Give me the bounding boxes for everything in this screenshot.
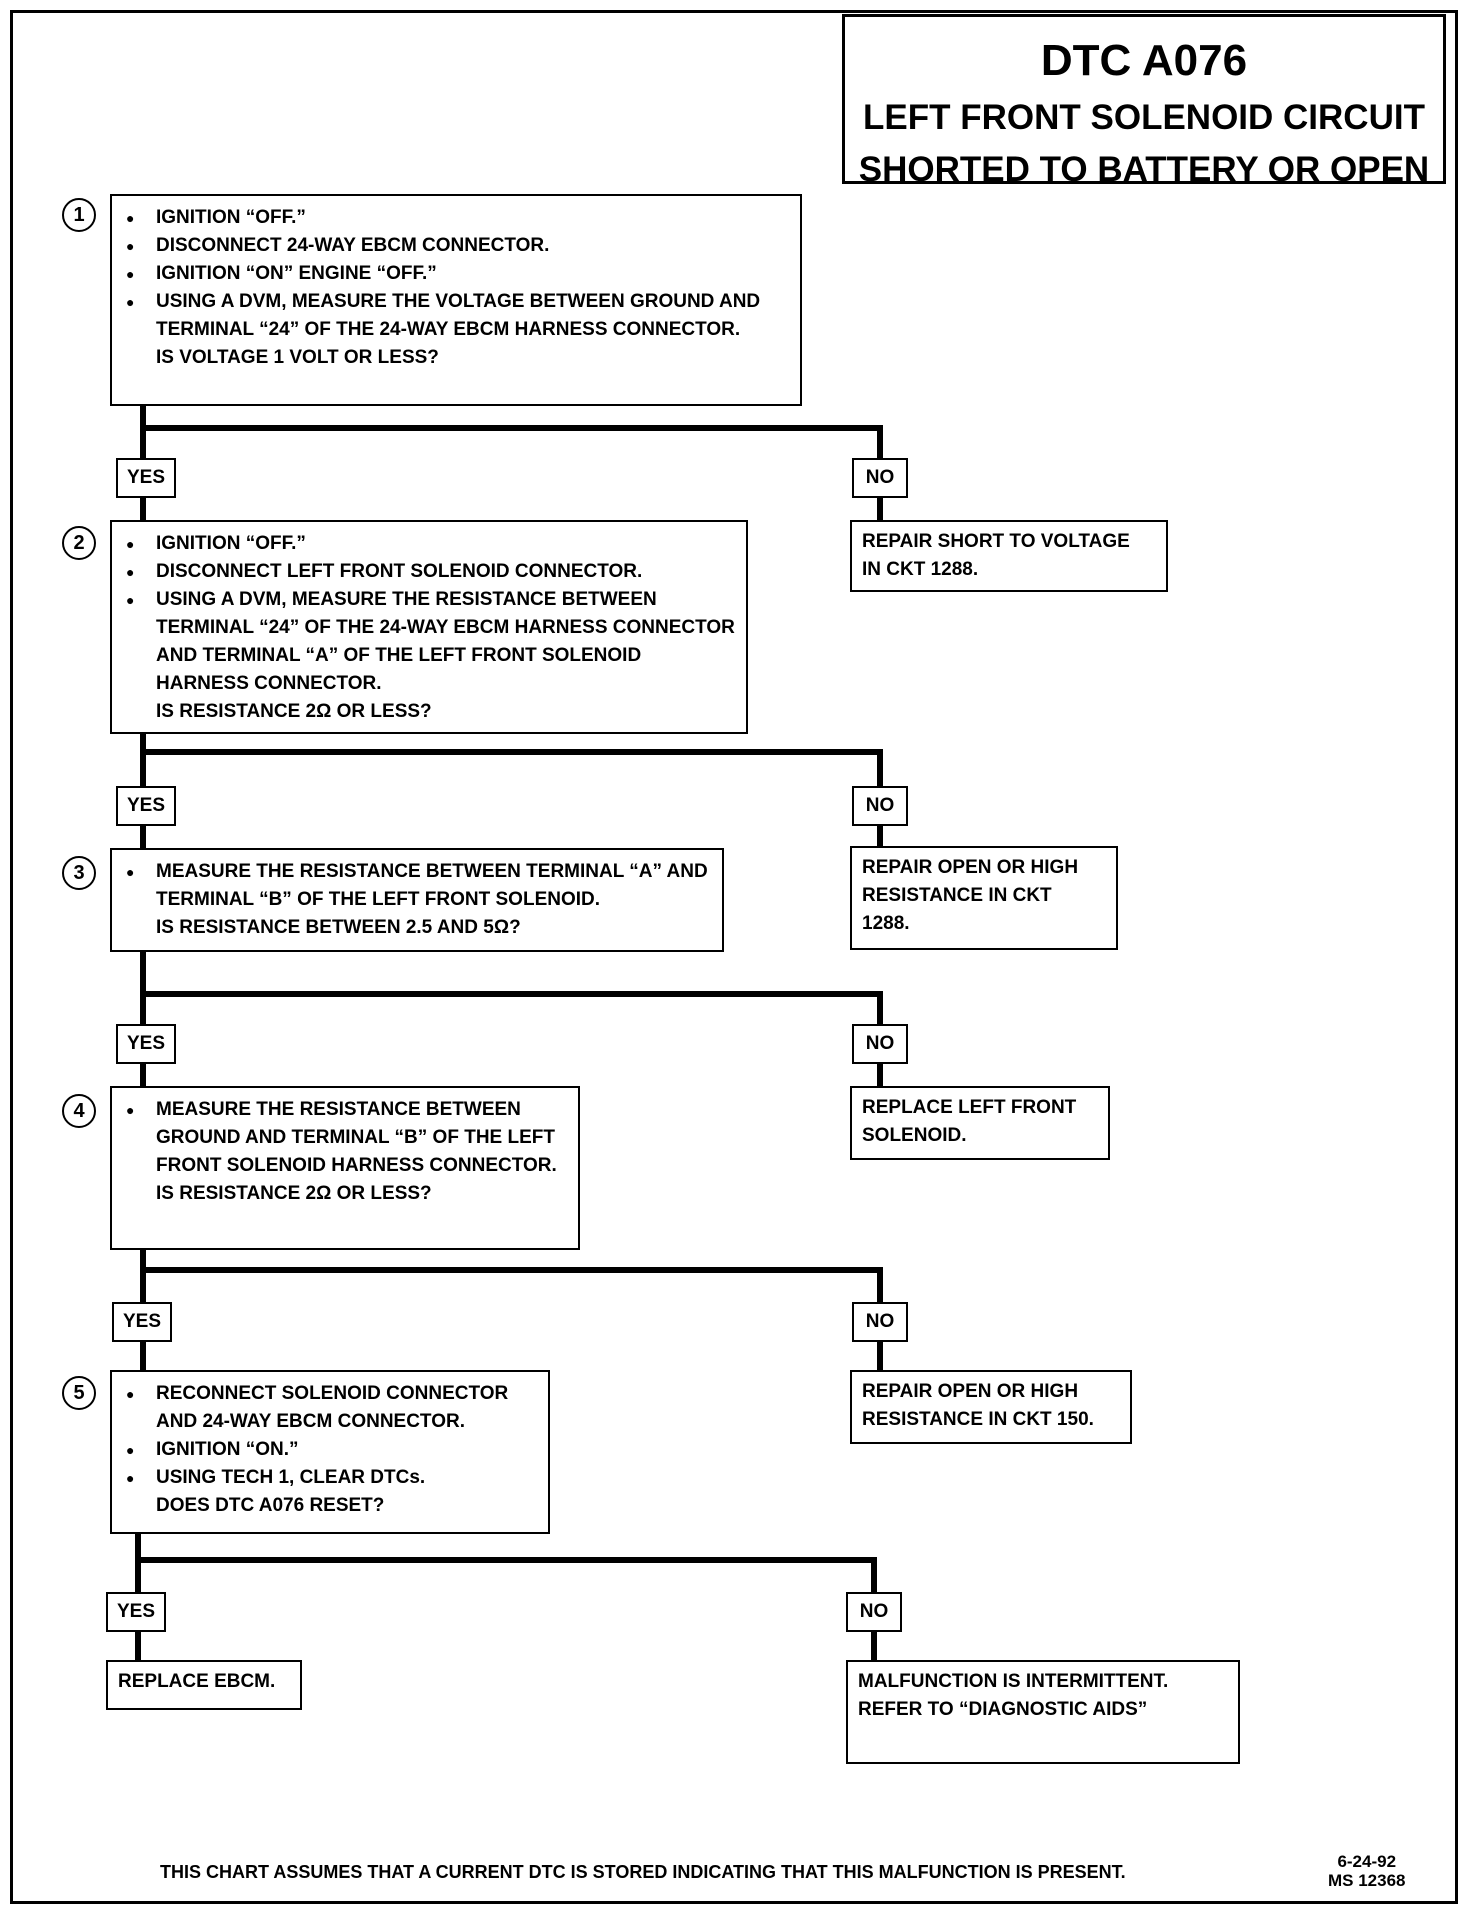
step-3-list: MEASURE THE RESISTANCE BETWEEN TERMINAL …: [122, 858, 712, 914]
title-line-1: LEFT FRONT SOLENOID CIRCUIT: [863, 98, 1425, 138]
connector-step2: [140, 734, 883, 786]
step-1-list: IGNITION “OFF.” DISCONNECT 24-WAY EBCM C…: [122, 204, 790, 344]
page-frame: [10, 10, 1458, 1904]
step-5-box: RECONNECT SOLENOID CONNECTOR AND 24-WAY …: [110, 1370, 550, 1534]
step-1-question: IS VOLTAGE 1 VOLT OR LESS?: [156, 347, 439, 368]
step-number-5: 5: [62, 1376, 96, 1410]
step-3-no-label: NO: [852, 1024, 908, 1064]
step-4-list: MEASURE THE RESISTANCE BETWEEN GROUND AN…: [122, 1096, 568, 1180]
step-number-2: 2: [62, 526, 96, 560]
step-5-yes-label: YES: [106, 1592, 166, 1632]
document-code: 6-24-92 MS 12368: [1328, 1852, 1406, 1890]
step-3-question: IS RESISTANCE BETWEEN 2.5 AND 5Ω?: [156, 917, 521, 938]
step-5-question: DOES DTC A076 RESET?: [156, 1495, 385, 1516]
step-3-no-result: REPLACE LEFT FRONT SOLENOID.: [850, 1086, 1110, 1160]
connector-step4: [140, 1250, 883, 1304]
step-2-no-label: NO: [852, 786, 908, 826]
footer-note: THIS CHART ASSUMES THAT A CURRENT DTC IS…: [160, 1862, 1126, 1882]
title-dtc: DTC A076: [1040, 36, 1248, 85]
step-1-item: DISCONNECT 24-WAY EBCM CONNECTOR.: [122, 232, 790, 260]
step-number-4: 4: [62, 1094, 96, 1128]
step-number-1: 1: [62, 198, 96, 232]
step-1-no-label: NO: [852, 458, 908, 498]
step-5-list: RECONNECT SOLENOID CONNECTOR AND 24-WAY …: [122, 1380, 538, 1492]
step-1-item: IGNITION “ON” ENGINE “OFF.”: [122, 260, 790, 288]
step-2-box: IGNITION “OFF.” DISCONNECT LEFT FRONT SO…: [110, 520, 748, 734]
connector-step5: [135, 1534, 877, 1592]
step-4-no-label: NO: [852, 1302, 908, 1342]
step-4-yes-label: YES: [112, 1302, 172, 1342]
connector-step3: [140, 952, 883, 1026]
step-2-list: IGNITION “OFF.” DISCONNECT LEFT FRONT SO…: [122, 530, 736, 698]
step-2-question: IS RESISTANCE 2Ω OR LESS?: [156, 701, 432, 722]
step-4-question: IS RESISTANCE 2Ω OR LESS?: [156, 1183, 432, 1204]
step-4-no-result: REPAIR OPEN OR HIGH RESISTANCE IN CKT 15…: [850, 1370, 1132, 1444]
step-1-yes-label: YES: [116, 458, 176, 498]
step-3-box: MEASURE THE RESISTANCE BETWEEN TERMINAL …: [110, 848, 724, 952]
step-5-item: USING TECH 1, CLEAR DTCs.: [122, 1464, 538, 1492]
step-number-3: 3: [62, 856, 96, 890]
final-yes-result: REPLACE EBCM.: [106, 1660, 302, 1710]
step-2-item: IGNITION “OFF.”: [122, 530, 736, 558]
connector-step1: [140, 406, 883, 460]
document-date: 6-24-92: [1337, 1852, 1397, 1871]
step-1-no-result: REPAIR SHORT TO VOLTAGE IN CKT 1288.: [850, 520, 1168, 592]
step-2-yes-label: YES: [116, 786, 176, 826]
title-line-2: SHORTED TO BATTERY OR OPEN: [858, 150, 1430, 190]
step-2-item: USING A DVM, MEASURE THE RESISTANCE BETW…: [122, 586, 736, 698]
step-2-no-result: REPAIR OPEN OR HIGH RESISTANCE IN CKT 12…: [850, 846, 1118, 950]
step-1-item: USING A DVM, MEASURE THE VOLTAGE BETWEEN…: [122, 288, 790, 344]
title-box: DTC A076 LEFT FRONT SOLENOID CIRCUIT SHO…: [842, 14, 1446, 188]
step-5-no-label: NO: [846, 1592, 902, 1632]
step-4-item: MEASURE THE RESISTANCE BETWEEN GROUND AN…: [122, 1096, 568, 1180]
step-5-item: RECONNECT SOLENOID CONNECTOR AND 24-WAY …: [122, 1380, 538, 1436]
step-1-box: IGNITION “OFF.” DISCONNECT 24-WAY EBCM C…: [110, 194, 802, 406]
step-4-box: MEASURE THE RESISTANCE BETWEEN GROUND AN…: [110, 1086, 580, 1250]
step-3-item: MEASURE THE RESISTANCE BETWEEN TERMINAL …: [122, 858, 712, 914]
step-5-no-result: MALFUNCTION IS INTERMITTENT. REFER TO “D…: [846, 1660, 1240, 1764]
step-1-item: IGNITION “OFF.”: [122, 204, 790, 232]
step-2-item: DISCONNECT LEFT FRONT SOLENOID CONNECTOR…: [122, 558, 736, 586]
document-ms-number: MS 12368: [1328, 1871, 1406, 1890]
step-5-item: IGNITION “ON.”: [122, 1436, 538, 1464]
step-3-yes-label: YES: [116, 1024, 176, 1064]
